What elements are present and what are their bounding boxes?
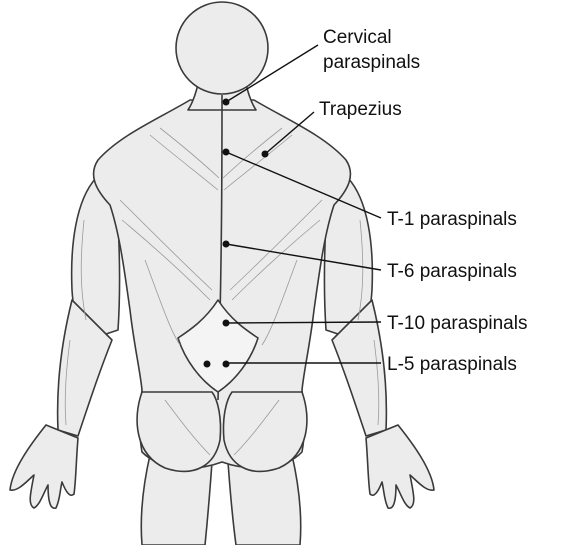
label-l5: L-5 paraspinals — [387, 354, 517, 375]
dot-t1 — [223, 149, 230, 156]
label-trapezius: Trapezius — [319, 99, 402, 120]
dot-trapezius — [262, 151, 269, 158]
dot-cervical — [223, 99, 230, 106]
back-muscle-figure — [10, 2, 434, 545]
leader-line-t10 — [226, 322, 381, 323]
right-hand — [366, 425, 434, 508]
dot-t10 — [223, 320, 230, 327]
left-hand — [10, 425, 78, 508]
label-t1: T-1 paraspinals — [387, 209, 517, 230]
dot-l5-left — [204, 361, 211, 368]
label-cervical-line1: Cervical — [323, 27, 392, 48]
label-cervical-line2: paraspinals — [323, 52, 420, 73]
right-gluteus — [223, 392, 306, 471]
label-t6: T-6 paraspinals — [387, 261, 517, 282]
dot-t6 — [223, 241, 230, 248]
head — [176, 2, 268, 94]
label-t10: T-10 paraspinals — [387, 313, 527, 334]
dot-l5-right — [223, 361, 230, 368]
